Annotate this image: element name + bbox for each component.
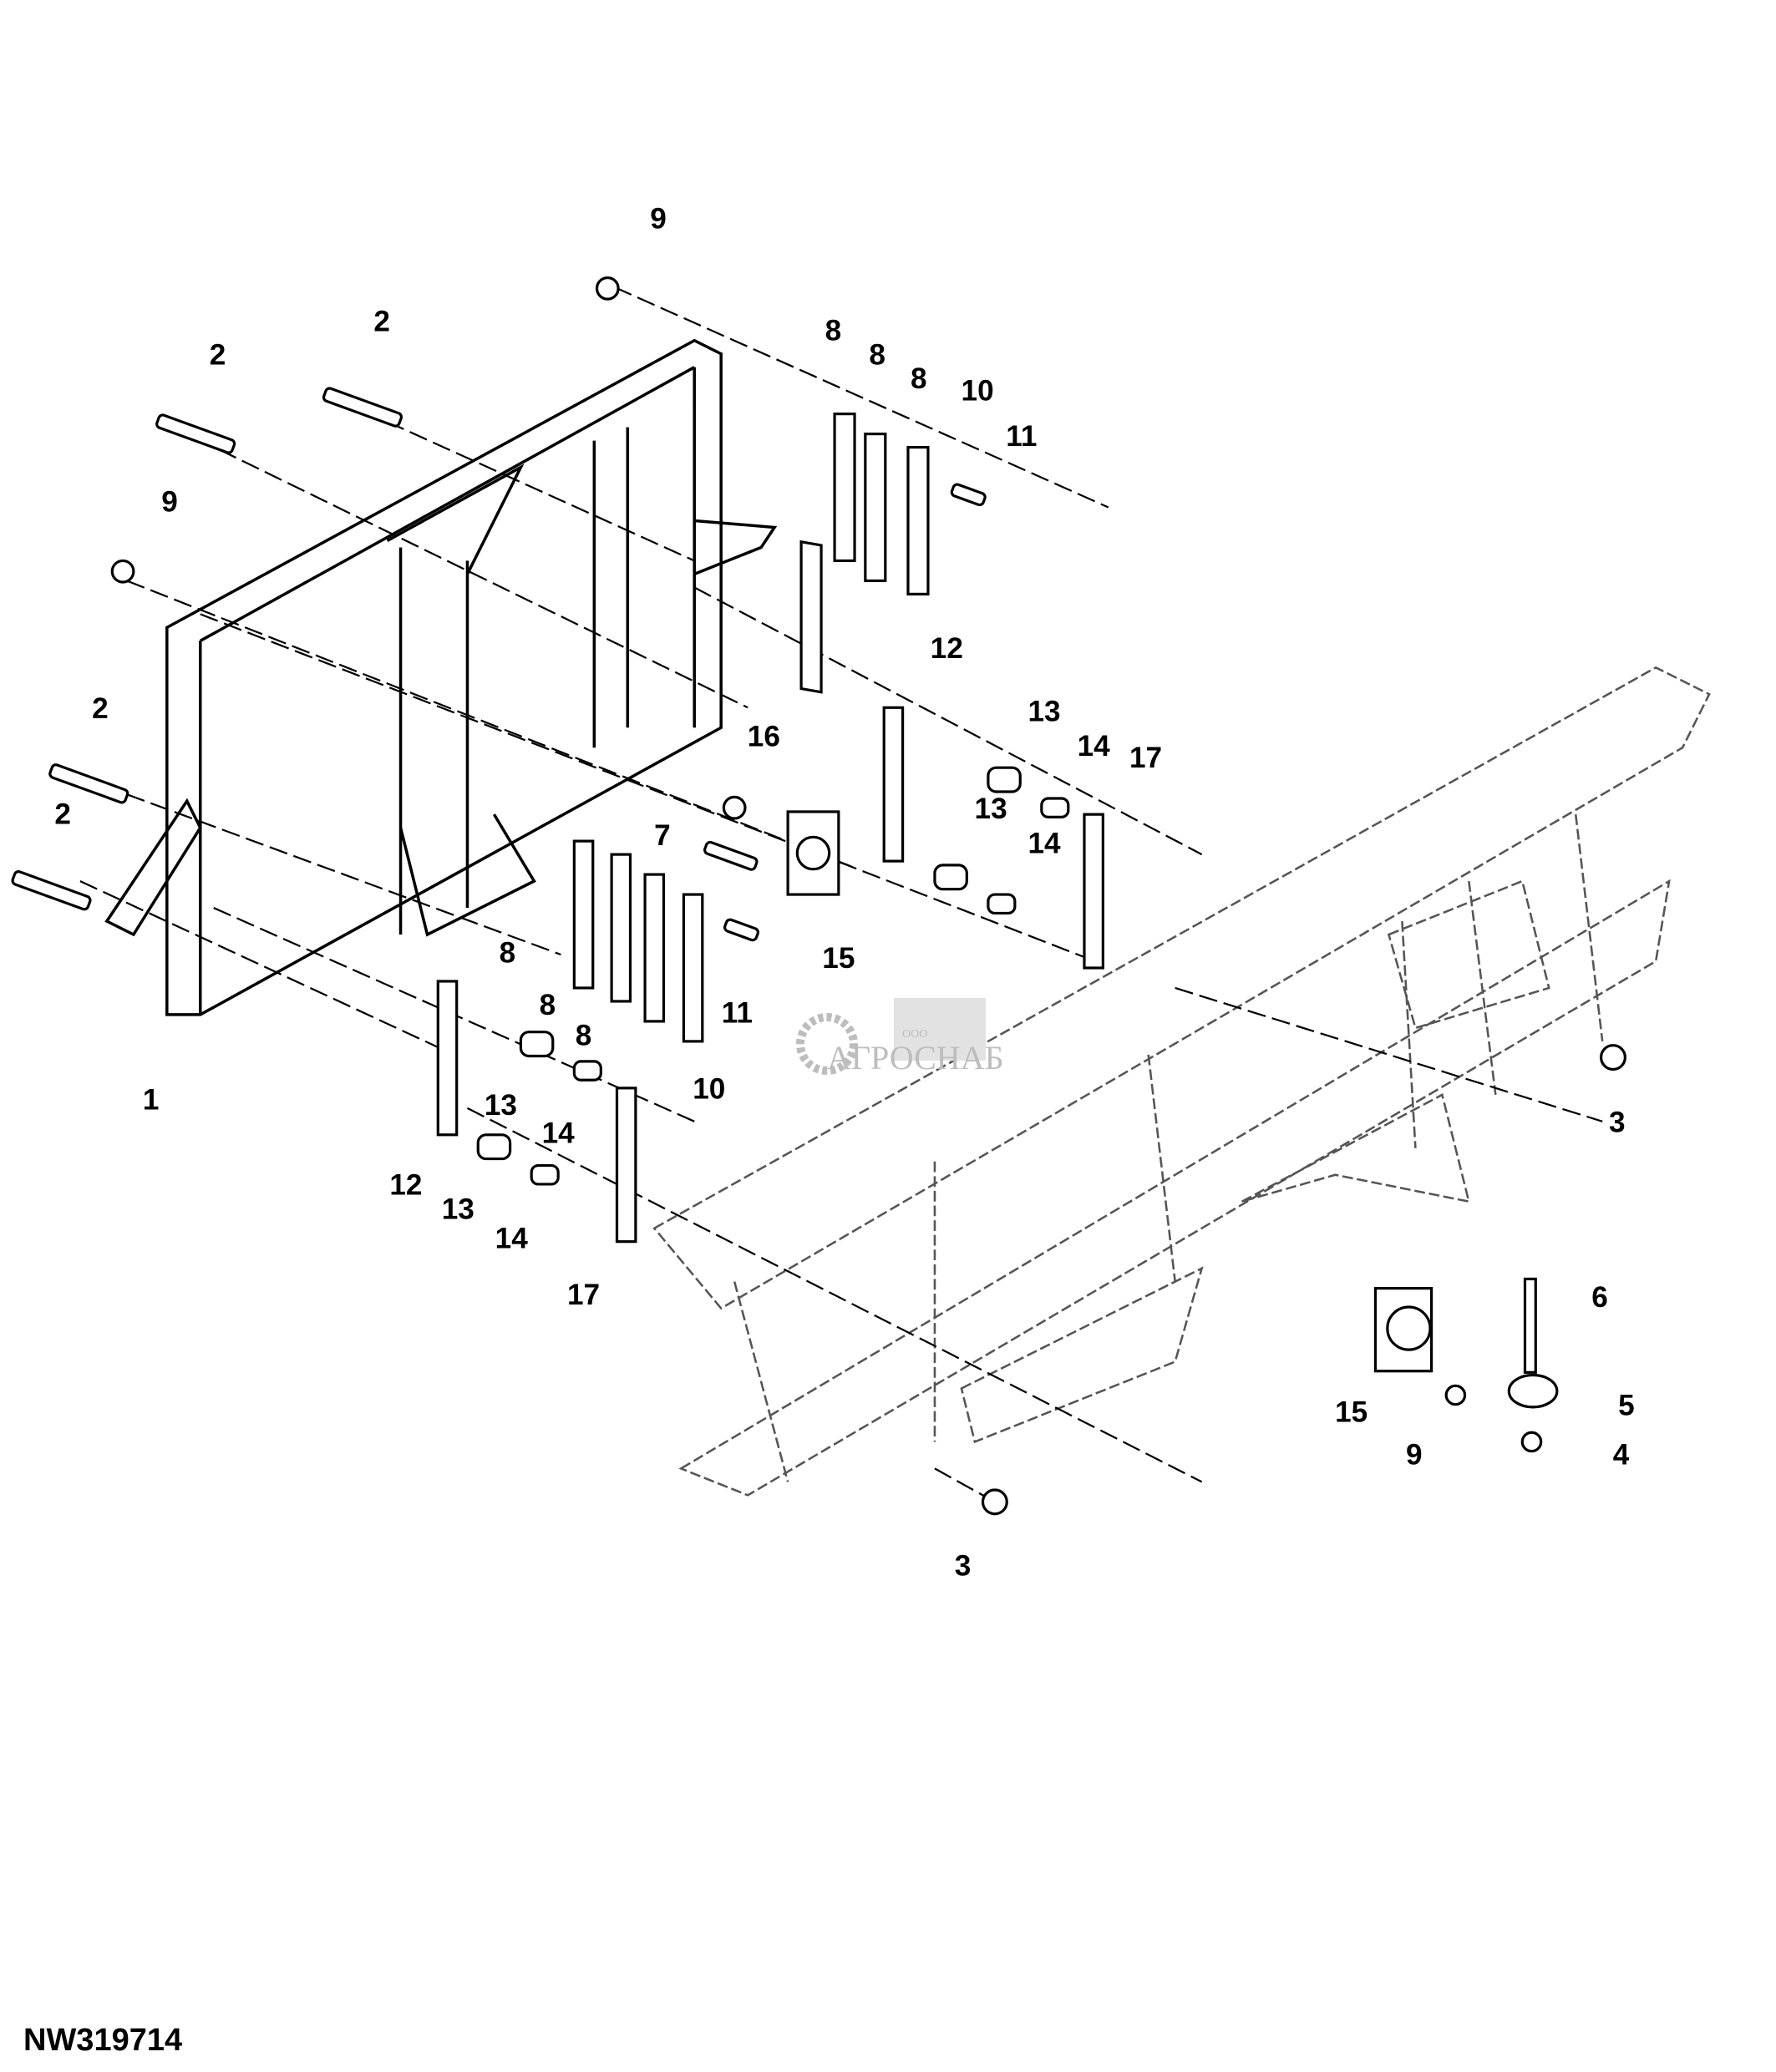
callout-label: 9: [1406, 1439, 1423, 1472]
callout-label: 12: [931, 632, 963, 665]
callout-label: 9: [650, 202, 667, 235]
callout-label: 2: [92, 692, 109, 725]
callout-label: 1: [143, 1083, 160, 1116]
callout-label: 3: [955, 1549, 972, 1582]
callout-label: 10: [962, 375, 994, 408]
callout-label: 9: [161, 485, 178, 518]
callout-label: 16: [748, 721, 780, 753]
callout-label: 2: [210, 338, 226, 371]
callout-label: 8: [500, 937, 516, 970]
callout-label: 6: [1591, 1281, 1608, 1314]
callout-label: 8: [869, 338, 885, 371]
callout-label: 2: [373, 305, 390, 337]
callout-label: 8: [825, 315, 842, 347]
callout-label: 3: [1609, 1107, 1626, 1139]
callout-label: 13: [442, 1193, 474, 1225]
callout-label: 17: [567, 1279, 600, 1311]
callout-label: 4: [1613, 1439, 1630, 1472]
callout-label: 11: [722, 997, 753, 1030]
callout-label: 13: [485, 1089, 517, 1122]
main-frame-phantom: [652, 666, 1711, 1497]
callout-label: 14: [1078, 730, 1111, 762]
callout-label: 8: [540, 989, 556, 1021]
callout-label: 11: [1006, 420, 1037, 453]
hardware-parts: [11, 276, 1626, 1516]
callout-label: 17: [1129, 742, 1162, 774]
callout-label: 2: [54, 798, 71, 830]
callout-label: 13: [975, 793, 1007, 825]
callout-label: 8: [576, 1020, 592, 1052]
callout-label: 7: [654, 819, 671, 852]
callout-label: 15: [822, 942, 855, 975]
callout-label: 5: [1618, 1389, 1635, 1421]
agrosnab-watermark-logo: ООО АГРОСНАБ: [796, 998, 1004, 1077]
callout-label: 14: [495, 1223, 529, 1255]
watermark-top-text: ООО: [902, 1028, 927, 1041]
figure-id: NW319714: [23, 2023, 183, 2058]
callout-label: 13: [1028, 695, 1060, 727]
watermark-name-text: АГРОСНАБ: [827, 1039, 1004, 1077]
callout-label: 10: [693, 1073, 725, 1106]
callout-label: 14: [542, 1117, 576, 1149]
callout-label: 14: [1028, 828, 1061, 860]
callout-label: 15: [1335, 1396, 1368, 1428]
mounting-frame: [104, 338, 778, 1016]
callout-label: 8: [911, 362, 927, 395]
callout-label: 12: [389, 1169, 422, 1202]
